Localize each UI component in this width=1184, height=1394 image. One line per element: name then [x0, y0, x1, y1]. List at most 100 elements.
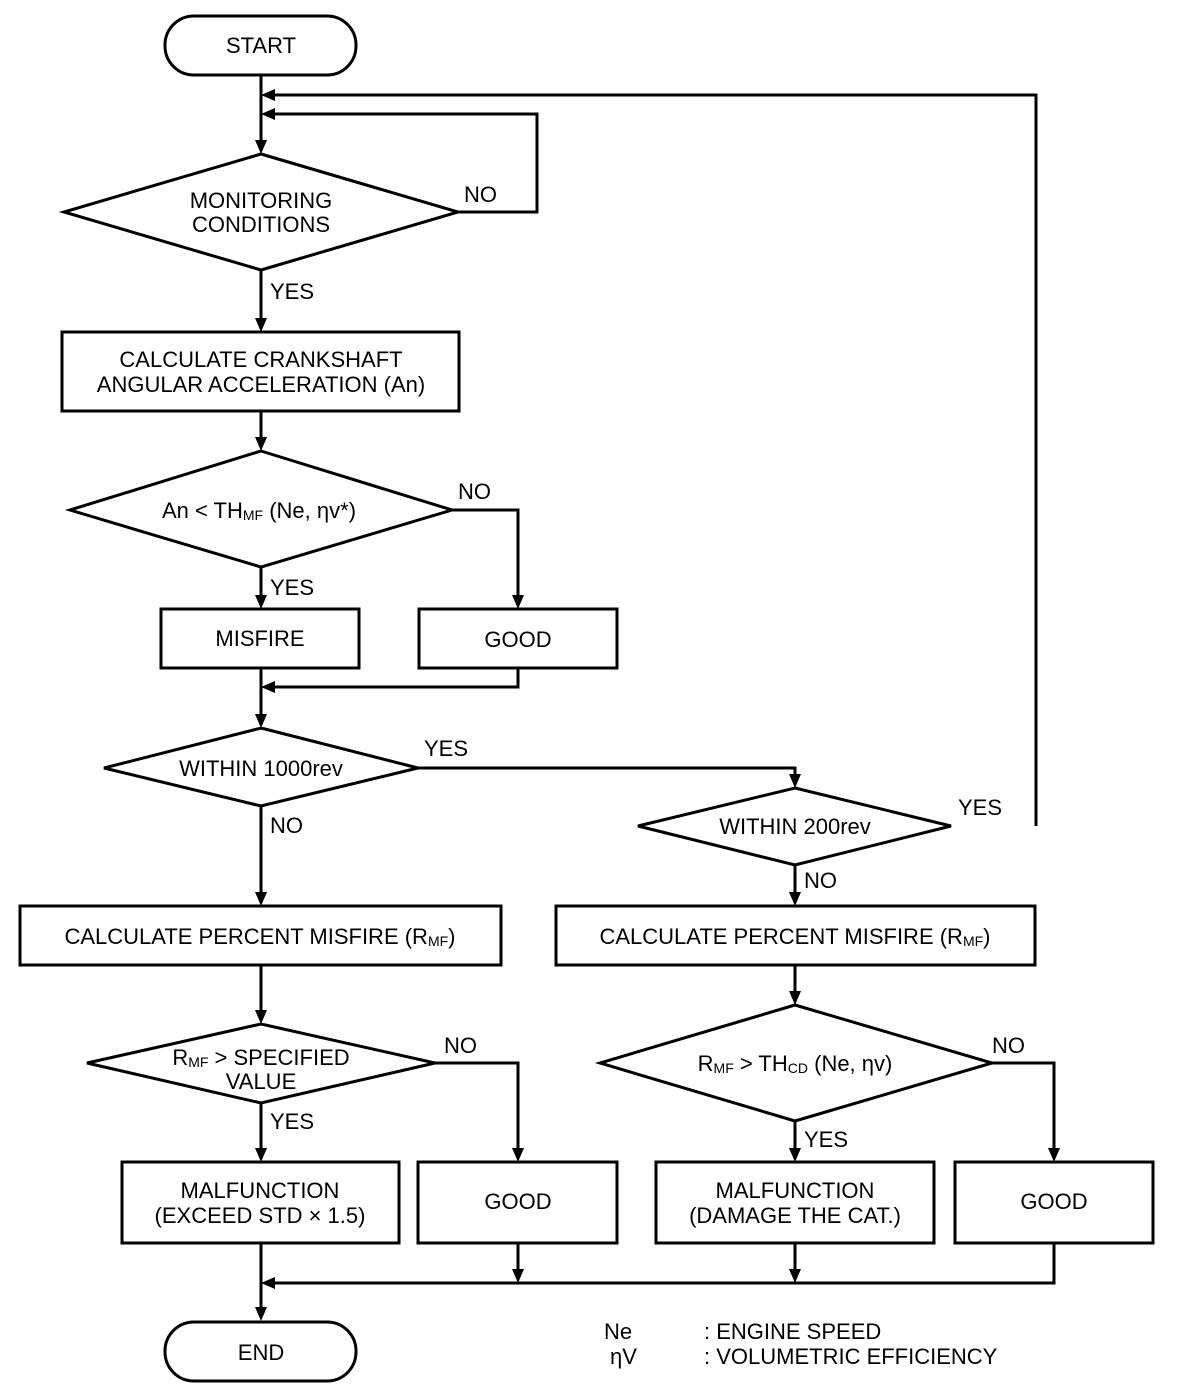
misfire-label: MISFIRE	[215, 626, 304, 651]
arrowhead-left	[261, 89, 275, 101]
arrowhead-down	[255, 318, 267, 332]
rmf-specified-decision: RMF > SPECIFIED VALUE	[86, 1022, 436, 1105]
arrowhead-left	[261, 681, 275, 693]
edge-label-an-yes: YES	[270, 575, 314, 600]
arrowhead-left	[261, 108, 275, 120]
rmf-thcd-diamond	[594, 1003, 998, 1123]
calc-accel-process: CALCULATE CRANKSHAFT ANGULAR ACCELERATIO…	[60, 330, 461, 413]
within-200-diamond	[637, 786, 952, 867]
start-label: START	[226, 33, 296, 58]
calc-accel-box	[60, 330, 461, 413]
rmf-thcd-decision: RMF > THCD (Ne, ηv)	[594, 1003, 998, 1123]
monitoring-decision: MONITORING CONDITIONS	[58, 152, 464, 272]
rmf-specified-line1: RMF > SPECIFIED	[172, 1045, 349, 1070]
arrowhead-down	[255, 140, 267, 154]
good-1-label: GOOD	[484, 627, 551, 652]
arrowhead-down	[255, 892, 267, 906]
calc-pct-right-process: CALCULATE PERCENT MISFIRE (RMF)	[554, 904, 1037, 967]
arrowhead-down	[789, 774, 801, 788]
misfire-box	[159, 607, 361, 670]
malfunction-cat-line2: (DAMAGE THE CAT.)	[689, 1203, 901, 1228]
legend-desc-etav: : VOLUMETRIC EFFICIENCY	[704, 1344, 998, 1369]
end-terminal	[163, 1320, 358, 1383]
arrowhead-down	[789, 991, 801, 1005]
malfunction-cat-box	[654, 1160, 936, 1245]
arrowhead-down	[512, 1269, 524, 1283]
legend-symbol-etav: ηV	[610, 1344, 637, 1369]
good-3-box	[953, 1160, 1155, 1245]
calc-pct-left-label: CALCULATE PERCENT MISFIRE (RMF)	[64, 924, 455, 949]
within-200-label: WITHIN 200rev	[719, 814, 871, 839]
calc-pct-left-process: CALCULATE PERCENT MISFIRE (RMF)	[18, 904, 503, 967]
edge-good1-merge	[268, 668, 520, 689]
monitoring-label-line1: MONITORING	[190, 188, 333, 213]
end-label: END	[238, 1340, 284, 1365]
malfunction-std-line2: (EXCEED STD × 1.5)	[155, 1203, 366, 1228]
calc-accel-line2: ANGULAR ACCELERATION (An)	[97, 372, 425, 397]
rmf-specified-line2: VALUE	[226, 1069, 297, 1094]
rmf-specified-diamond	[86, 1022, 436, 1105]
malfunction-cat-process: MALFUNCTION (DAMAGE THE CAT.)	[654, 1160, 936, 1245]
calc-pct-left-box	[18, 904, 503, 967]
edge-within200-yes-loop	[268, 93, 1038, 826]
start-terminal	[163, 14, 358, 77]
arrowhead-down	[255, 595, 267, 609]
calc-pct-right-box	[554, 904, 1037, 967]
arrowhead-down	[255, 1010, 267, 1024]
within-1000-label: WITHIN 1000rev	[179, 756, 343, 781]
edge-label-within1000-no: NO	[270, 813, 303, 838]
edge-within1000-yes	[418, 766, 797, 778]
edge-label-thcd-yes: YES	[804, 1127, 848, 1152]
edge-label-monitoring-no: NO	[464, 182, 497, 207]
connectors	[259, 76, 1056, 1312]
edge-label-within1000-yes: YES	[424, 736, 468, 761]
arrowheads	[255, 89, 1060, 1321]
edge-label-monitoring-yes: YES	[270, 279, 314, 304]
edge-merge-bottom	[268, 1243, 1056, 1285]
arrowhead-down	[789, 1269, 801, 1283]
legend-symbol-ne: Ne	[604, 1319, 632, 1344]
edge-spec-no	[435, 1061, 520, 1153]
good-1-box	[417, 607, 619, 670]
edge-an-no	[452, 508, 520, 600]
good-2-process: GOOD	[416, 1160, 619, 1245]
edge-thcd-no	[992, 1061, 1056, 1153]
arrowhead-down	[789, 1148, 801, 1162]
an-threshold-decision: An < THMF (Ne, ηv*)	[64, 449, 458, 569]
arrowhead-down	[255, 714, 267, 728]
within-200-decision: WITHIN 200rev	[637, 786, 952, 867]
arrowhead-down	[1048, 1148, 1060, 1162]
arrowhead-down	[512, 595, 524, 609]
malfunction-std-line1: MALFUNCTION	[181, 1178, 340, 1203]
malfunction-std-process: MALFUNCTION (EXCEED STD × 1.5)	[120, 1160, 401, 1245]
edge-labels: NO YES NO YES YES NO YES NO NO YES NO YE…	[270, 182, 1025, 1152]
legend: Ne : ENGINE SPEED ηV : VOLUMETRIC EFFICI…	[604, 1319, 998, 1369]
edge-label-spec-no: NO	[444, 1033, 477, 1058]
monitoring-diamond	[58, 152, 464, 272]
calc-accel-line1: CALCULATE CRANKSHAFT	[119, 347, 402, 372]
rmf-thcd-label: RMF > THCD (Ne, ηv)	[698, 1051, 893, 1076]
start-node: START	[163, 14, 358, 77]
good-2-box	[416, 1160, 619, 1245]
monitoring-label-line2: CONDITIONS	[192, 212, 330, 237]
arrowhead-left	[261, 1277, 275, 1289]
arrowhead-down	[255, 1148, 267, 1162]
malfunction-std-box	[120, 1160, 401, 1245]
arrowhead-down	[255, 1307, 267, 1321]
an-threshold-diamond	[64, 449, 458, 569]
malfunction-cat-line1: MALFUNCTION	[716, 1178, 875, 1203]
end-node: END	[163, 1320, 358, 1383]
good-3-label: GOOD	[1020, 1189, 1087, 1214]
legend-desc-ne: : ENGINE SPEED	[704, 1319, 881, 1344]
arrowhead-down	[789, 892, 801, 906]
good-3-process: GOOD	[953, 1160, 1155, 1245]
edge-label-an-no: NO	[458, 479, 491, 504]
edge-label-thcd-no: NO	[992, 1033, 1025, 1058]
good-1-process: GOOD	[417, 607, 619, 670]
arrowhead-down	[255, 437, 267, 451]
calc-pct-right-label: CALCULATE PERCENT MISFIRE (RMF)	[599, 924, 990, 949]
arrowhead-down	[512, 1148, 524, 1162]
edge-label-spec-yes: YES	[270, 1109, 314, 1134]
an-threshold-label: An < THMF (Ne, ηv*)	[162, 498, 356, 523]
